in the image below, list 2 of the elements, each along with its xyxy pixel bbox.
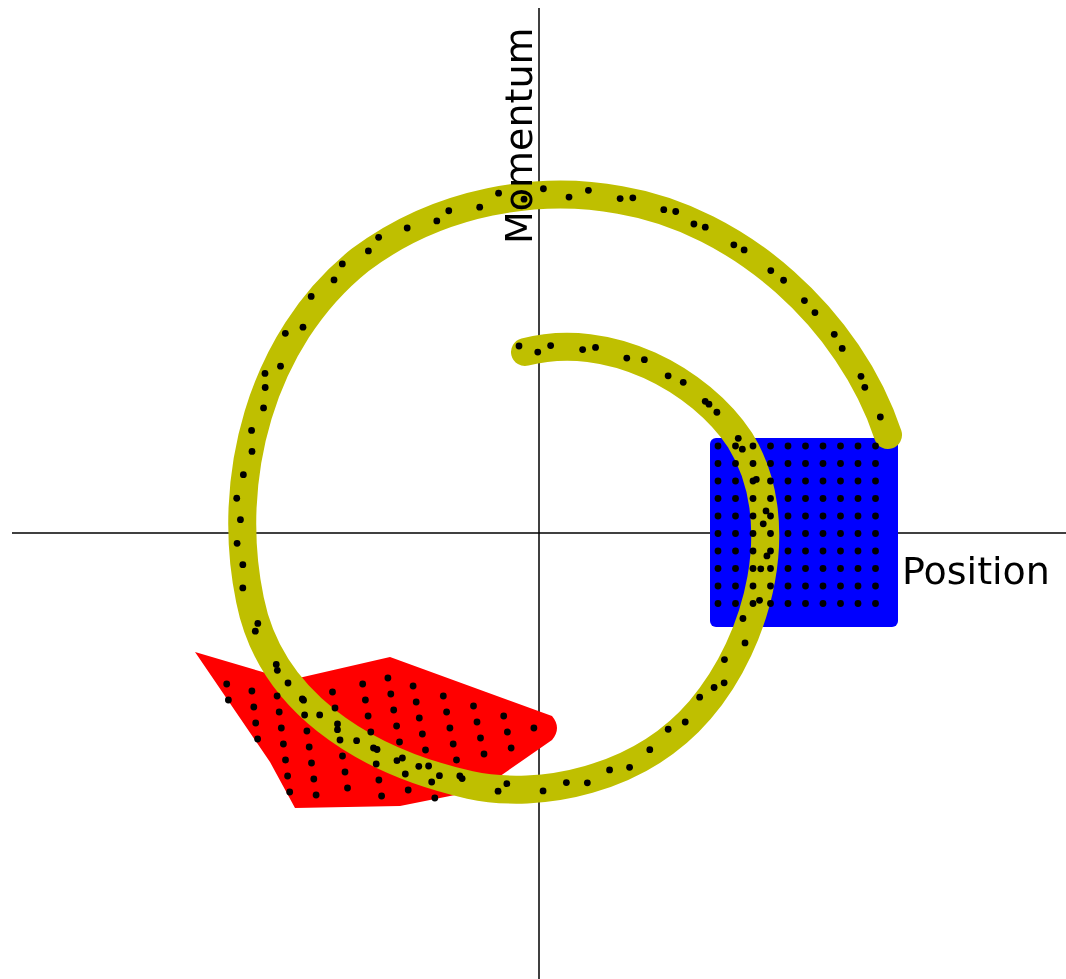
vertical-axis-label: Momentum xyxy=(500,27,538,244)
horizontal-axis-label: Position xyxy=(902,552,1050,590)
